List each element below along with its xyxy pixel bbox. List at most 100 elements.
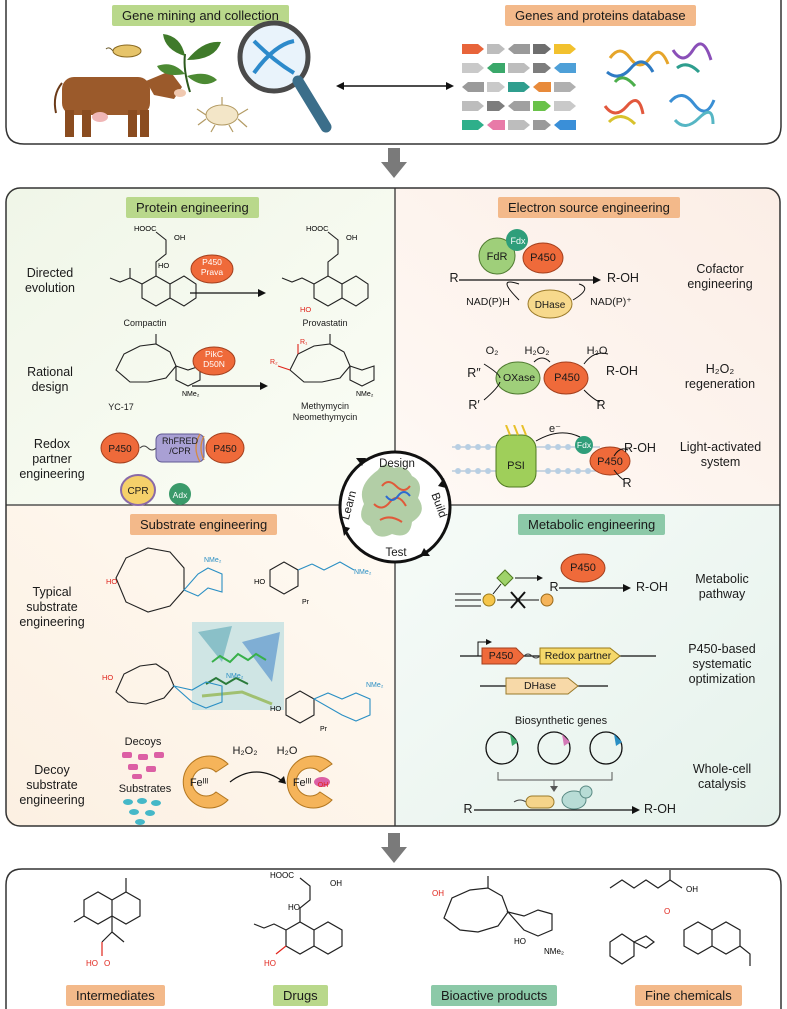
p450-prava-enzyme [190,254,234,284]
cpr-label: CPR [127,486,149,497]
products-panel-frame [5,868,782,1009]
h2o2-p450-label: P450 [554,372,580,384]
test-label: Test [385,547,407,559]
decoy-h2o2-label: H₂O₂ [232,745,258,757]
bacterium-icon [105,44,142,58]
fe-label-before: Feᴵᴵᴵ [189,777,209,789]
psi-label: PSI [507,460,525,472]
decoys-label: Decoys [124,736,162,748]
h2o2-r-label: R [596,398,606,412]
bioactive-structure: OH HO NMe₂ [432,876,564,956]
metabolic-p450-label: P450 [570,562,596,574]
svg-text:O: O [664,907,670,916]
svg-text:NMe₂: NMe₂ [356,391,374,398]
gene-arrow [554,44,576,54]
menthol-derivative-bottom: HO NMe₂ Pr [270,682,384,733]
pikc-enzyme [192,346,236,376]
gene-arrow [533,44,551,54]
magnifying-glass-icon [237,20,332,133]
fdx-light-label: Fdx [576,440,592,450]
metabolic-engineering-tag: Metabolic engineering [518,514,666,535]
svg-text:OH: OH [174,233,185,242]
rational-design-label: Rational design [27,365,73,394]
gene-arrow [533,63,551,73]
svg-text:Pr: Pr [302,599,310,606]
svg-text:HO: HO [300,305,311,314]
h2o-label: H₂O [586,345,608,357]
svg-text:Pr: Pr [320,726,328,733]
cofactor-roh-label: R-OH [607,271,639,285]
gene-arrow [487,82,505,92]
gene-arrow [554,101,576,111]
svg-text:NMe₂: NMe₂ [544,947,564,956]
redox-p450-label-2: P450 [213,444,237,455]
dbtl-cycle [338,450,452,564]
light-r-label: R [622,476,632,490]
exchange-arrow [336,82,454,90]
substrates-cluster [123,798,161,825]
fe-enzyme-after [286,755,333,809]
r-double-prime-label: R″ [467,366,481,380]
drug-structure: HOOC OH HO HO [253,871,343,968]
svg-text:O: O [104,959,110,968]
svg-text:OH: OH [346,233,357,242]
electron-source-tag: Electron source engineering [498,197,680,218]
rhfred-label: RhFRED/CPR [161,436,198,456]
gene-arrow [533,82,551,92]
gene-arrow [508,120,530,130]
nadp-label: NAD(P)⁺ [590,296,632,308]
metabolic-roh-label: R-OH [636,580,668,594]
fine-chemicals-structures: OH O [609,870,751,966]
fdr-label: FdR [486,251,508,263]
gene-arrow [508,101,530,111]
gene-arrow [462,101,484,111]
cofactor-engineering-label: Cofactor engineering [687,262,753,291]
compactin-structure: HOOC OH HO [109,224,197,307]
methymycin-label: Methymycin [300,401,349,411]
docking-structure-image [192,622,284,710]
macrolide-substrate: HO NMe₂ [102,663,244,709]
systematic-optimization-label: P450-based systematic optimization [688,642,756,686]
methymycin-structure: R₁ R₂ NMe₂ [270,334,375,398]
gene-arrow [487,120,505,130]
provastatin-label: Provastatin [302,318,348,328]
h2o2-roh-label: R-OH [606,364,638,378]
svg-text:NMe₂: NMe₂ [366,682,384,689]
svg-text:OH: OH [686,885,698,894]
gene-arrow [487,44,505,54]
svg-text:OH: OH [330,879,342,888]
decoy-reaction-arrow [229,771,286,784]
cofactor-r-label: R [449,271,459,285]
whole-cell-roh-label: R-OH [644,802,676,816]
yc17-structure: NMe₂ [115,334,201,398]
fe-oh-label: OH [317,782,329,789]
gene-arrow [533,120,551,130]
gene-arrow [487,101,505,111]
decoy-substrate-label: Decoy substrate engineering [19,763,85,807]
gene-arrow [462,63,484,73]
metabolic-pathway-diagram [455,553,631,609]
top-panel-frame [5,0,782,145]
gene-mining-tag: Gene mining and collection [112,5,289,26]
gene-arrow [487,63,505,73]
substrates-label: Substrates [118,783,172,795]
menthol-derivative-top: HO NMe₂ Pr [254,561,372,606]
substrate-engineering-tag: Substrate engineering [130,514,278,535]
fungus-icon [196,97,249,133]
svg-text:HOOC: HOOC [134,224,157,233]
gene-arrow [533,101,551,111]
svg-text:NMe₂: NMe₂ [354,569,372,576]
redox-p450-label: P450 [108,444,132,455]
rational-design-arrow [192,382,268,390]
dhase-label: DHase [534,300,566,311]
cofactor-diagram [459,229,601,319]
fe-enzyme-before [182,755,229,809]
neomethymycin-label: Neomethymycin [292,412,358,422]
light-activated-label: Light-activated system [679,440,762,469]
whole-cell-r-label: R [463,802,473,816]
intermediates-tag: Intermediates [66,985,165,1006]
svg-text:HO: HO [158,261,169,270]
metabolic-r-label: R [549,580,559,594]
fe-label-after: Feᴵᴵᴵ [292,777,312,789]
redox-partner-diagram [100,432,245,506]
